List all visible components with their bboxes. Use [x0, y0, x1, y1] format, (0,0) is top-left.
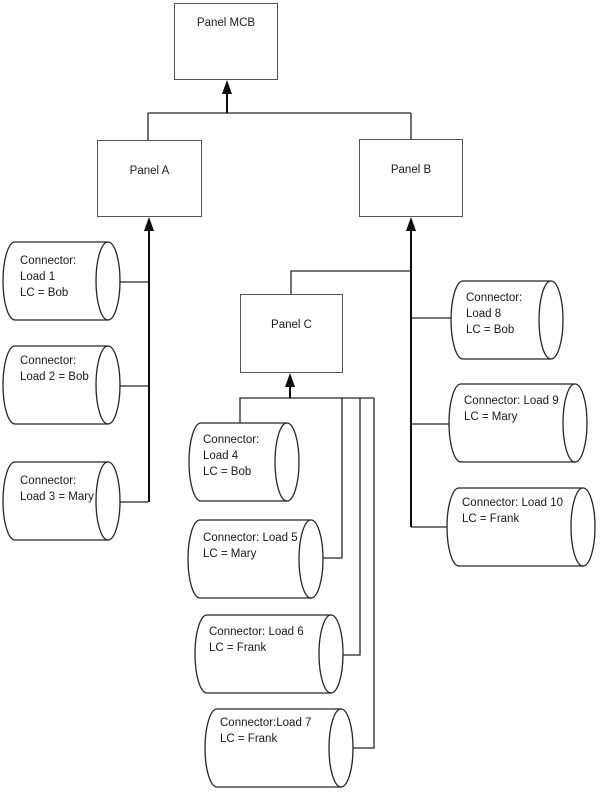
load-10-line1: Connector: Load 10 [462, 497, 564, 509]
connector-cylinders [2, 241, 596, 788]
load-10-cylinder-cap [570, 487, 584, 567]
panel-b-box: Panel B [359, 139, 463, 217]
load-4-line2: Load 4 [203, 450, 239, 462]
load-5-elbow-line [323, 398, 343, 559]
load-7-text: Connector:Load 7 LC = Frank [220, 715, 311, 747]
arrows [144, 80, 416, 527]
load-7-line1: Connector:Load 7 [220, 717, 312, 729]
load-2-line1: Connector: [20, 355, 77, 367]
load-4-line3: LC = Bob [203, 466, 252, 478]
load-connection-lines [120, 281, 452, 749]
load-8-line3: LC = Bob [466, 324, 515, 336]
panel-c-to-panel-b-line [290, 270, 411, 294]
load-5-cylinder-cap [298, 519, 312, 599]
load-2-cylinder-cap [95, 345, 109, 425]
arrowhead-to-panel-c [285, 373, 295, 387]
load-1-line1: Connector: [20, 255, 77, 267]
load-6-text: Connector: Load 6 LC = Frank [209, 624, 304, 656]
load-8-line1: Connector: [466, 292, 523, 304]
load-8-text: Connector: Load 8 LC = Bob [466, 290, 522, 338]
load-9-text: Connector: Load 9 LC = Mary [464, 393, 559, 425]
panel-c-bus-line [239, 397, 374, 423]
load-1-text: Connector: Load 1 LC = Bob [20, 253, 76, 301]
load-9-line1: Connector: Load 9 [464, 395, 559, 407]
load-10-text: Connector: Load 10 LC = Frank [462, 495, 563, 527]
tree-lines [147, 112, 412, 294]
load-3-cylinder-cap [95, 461, 109, 541]
load-6-line1: Connector: Load 6 [209, 626, 304, 638]
panel-mcb-box: Panel MCB [174, 3, 278, 80]
panel-a-label: Panel A [129, 165, 170, 177]
load-8-cylinder-cap [538, 280, 552, 360]
load-8-line2: Load 8 [466, 308, 502, 320]
load-1-line2: Load 1 [20, 271, 56, 283]
arrowhead-to-panel-a [144, 217, 154, 231]
load-5-line2: LC = Mary [203, 548, 257, 560]
load-3-line1: Connector: [20, 475, 77, 487]
load-4-cylinder-cap [274, 422, 288, 502]
load-7-cylinder-cap [328, 708, 342, 788]
load-6-cylinder-cap [318, 614, 332, 694]
load-1-cylinder-cap [95, 241, 109, 321]
load-6-line2: LC = Frank [209, 642, 267, 654]
load-3-line2: Load 3 = Mary [20, 491, 94, 503]
load-1-line3: LC = Bob [20, 287, 69, 299]
load-3-text: Connector: Load 3 = Mary [20, 473, 94, 505]
load-5-text: Connector: Load 5 LC = Mary [203, 530, 298, 562]
load-4-line1: Connector: [203, 434, 260, 446]
load-6-elbow-line [343, 398, 361, 656]
load-5-line1: Connector: Load 5 [203, 532, 298, 544]
load-2-line2: Load 2 = Bob [20, 371, 89, 383]
load-2-text: Connector: Load 2 = Bob [20, 353, 89, 385]
load-9-cylinder-cap [562, 383, 576, 463]
load-7-elbow-line [352, 398, 375, 749]
load-9-line2: LC = Mary [464, 411, 518, 423]
load-10-line2: LC = Frank [462, 513, 520, 525]
load-7-line2: LC = Frank [220, 733, 278, 745]
arrowhead-to-panel-mcb [222, 80, 232, 94]
panel-c-box: Panel C [240, 294, 343, 373]
panel-mcb-label: Panel MCB [196, 17, 256, 29]
load-4-text: Connector: Load 4 LC = Bob [203, 432, 259, 480]
panel-a-box: Panel A [97, 140, 202, 217]
panel-c-label: Panel C [271, 319, 312, 331]
panel-b-label: Panel B [390, 164, 432, 176]
arrowhead-to-panel-b [406, 217, 416, 231]
